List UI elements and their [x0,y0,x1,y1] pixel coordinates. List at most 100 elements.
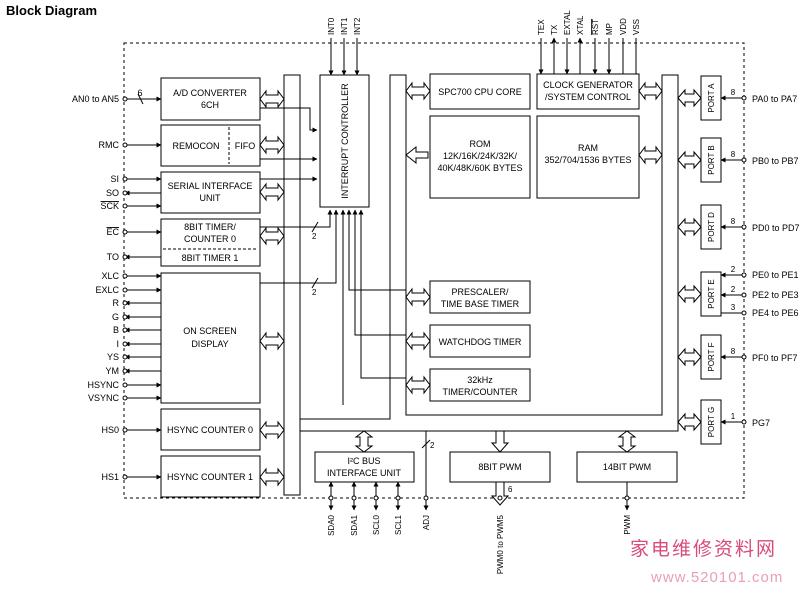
port-d-label: PORT D [707,212,716,242]
watchdog-block: WATCHDOG TIMER [429,324,531,358]
pin-sck: SCK [100,201,119,211]
clock-title: CLOCK GENERATOR [543,80,633,90]
port-b-width: 8 [731,150,736,159]
osd-int-width: 2 [312,288,317,297]
pin-si: SI [110,174,119,184]
i2c-block: I²C BUS INTERFACE UNIT [314,451,415,483]
bus-width-labels: 2 2 2 [312,232,435,450]
timer-block: 8BIT TIMER/ COUNTER 0 8BIT TIMER 1 [160,218,261,267]
adj-width: 2 [430,441,435,450]
pin-ys: YS [107,352,119,362]
pin-int2: INT2 [353,17,362,35]
adc-block: A/D CONVERTER 6CH [160,77,261,121]
diagram-title: Block Diagram [6,3,98,18]
bottom-pin-labels: SDA0 SDA1 SCL0 SCL1 ADJ PWM0 to PWM5 6 P… [327,485,632,574]
pin-tx: TX [550,24,559,35]
pin-sda0: SDA0 [327,514,336,535]
osd-title: ON SCREEN [183,326,237,336]
hcnt1-label: HSYNC COUNTER 1 [167,472,253,482]
prescaler-block: PRESCALER/ TIME BASE TIMER [429,280,531,314]
pin-int0: INT0 [327,17,336,35]
pin-tex: TEX [537,19,546,35]
port-d-width: 8 [731,217,736,226]
port-e-width-3: 3 [731,303,736,312]
pin-int1: INT1 [340,17,349,35]
pin-an: AN0 to AN5 [72,94,119,104]
hcnt0-label: HSYNC COUNTER 0 [167,425,253,435]
watchdog-label: WATCHDOG TIMER [439,337,522,347]
port-f-label: PORT F [707,342,716,371]
pin-rst: RST [591,19,600,35]
rom-title: ROM [470,139,491,149]
cpu-label: SPC700 CPU CORE [438,87,522,97]
pin-xlc: XLC [101,271,119,281]
port-e-pins-2: PE2 to PE3 [752,290,799,300]
port-g-label: PORT G [707,407,716,437]
prescaler-title: PRESCALER/ [451,287,509,297]
port-g-pins: PG7 [752,418,770,428]
hsync-counter0-block: HSYNC COUNTER 0 [160,408,261,451]
sio-subtitle: UNIT [200,193,221,203]
pin-pwm0-5: PWM0 to PWM5 [496,514,505,574]
pin-xtal: XTAL [576,15,585,35]
pwm8-block: 8BIT PWM [449,451,551,483]
timer1-label: 8BIT TIMER 1 [182,253,239,263]
hsync-counter1-block: HSYNC COUNTER 1 [160,455,261,498]
port-e-label: PORT E [707,279,716,309]
port-b-label: PORT B [707,145,716,175]
timer-32k-block: 32kHz TIMER/COUNTER [429,368,531,402]
pin-hs1: HS1 [101,472,119,482]
port-e-width-1: 2 [731,265,736,274]
pwm14-block: 14BIT PWM [576,451,678,483]
osd-block: ON SCREEN DISPLAY [160,272,261,404]
pin-exlc: EXLC [95,285,119,295]
port-e-width-2: 2 [731,285,736,294]
pin-b: B [113,325,119,335]
port-blocks: PORT A PORT B PORT D PORT E PORT F PORT … [700,75,722,445]
port-d-pins: PD0 to PD7 [752,223,800,233]
pin-mp: MP [605,23,614,35]
pin-to: TO [107,252,119,262]
intc-label: INTERRUPT CONTROLLER [340,83,350,199]
port-e-pins-1: PE0 to PE1 [752,270,799,280]
remocon-block: REMOCON FIFO [160,124,261,167]
serial-interface-block: SERIAL INTERFACE UNIT [160,171,261,214]
an-bus-width: 6 [137,88,142,98]
bus-arrows [259,81,702,506]
clock-subtitle: /SYSTEM CONTROL [545,92,631,102]
left-pin-labels: AN0 to AN5 6 RMC SI SO SCK EC TO XLC EXL… [72,88,143,482]
pin-r: R [113,298,120,308]
port-f-width: 8 [731,347,736,356]
cpu-core-block: SPC700 CPU CORE [429,73,531,110]
t32k-subtitle: TIMER/COUNTER [443,387,518,397]
timer0-subtitle: COUNTER 0 [184,234,236,244]
pin-vsync: VSYNC [88,393,120,403]
internal-bus [283,74,679,496]
watermark-cn: 家电维修资料网 [630,538,777,560]
rom-block: ROM 12K/16K/24K/32K/ 40K/48K/60K BYTES [429,115,531,199]
pwm8-label: 8BIT PWM [478,462,521,472]
pin-ec: EC [106,227,119,237]
pin-g: G [112,312,119,322]
pin-scl1: SCL1 [394,514,403,535]
osd-subtitle: DISPLAY [191,339,228,349]
pwm14-label: 14BIT PWM [603,462,651,472]
i2c-subtitle: INTERFACE UNIT [327,468,402,478]
pin-vdd: VDD [619,18,628,35]
pin-pwm: PWM [623,515,632,535]
port-pin-labels: 8 PA0 to PA7 8 PB0 to PB7 8 PD0 to PD7 2… [731,88,800,428]
prescaler-subtitle: TIME BASE TIMER [441,299,520,309]
port-g-width: 1 [731,412,736,421]
port-a-width: 8 [731,88,736,97]
remocon-label: REMOCON [173,141,220,151]
port-b-pins: PB0 to PB7 [752,156,799,166]
pin-so: SO [106,188,119,198]
pin-i: I [116,339,119,349]
ram-title: RAM [578,143,598,153]
pin-hsync: HSYNC [87,380,119,390]
adc-title: A/D CONVERTER [173,88,247,98]
port-f-pins: PF0 to PF7 [752,353,798,363]
pin-vss: VSS [632,19,641,35]
timer0-title: 8BIT TIMER/ [184,222,236,232]
